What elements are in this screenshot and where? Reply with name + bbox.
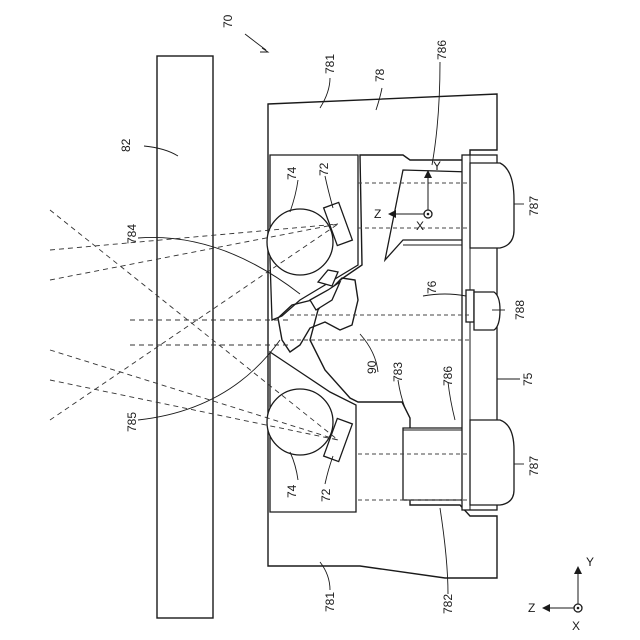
axis-z-corner: Z xyxy=(528,601,535,615)
label-board: 75 xyxy=(521,372,535,386)
label-fig-ref: 70 xyxy=(221,14,235,28)
label-center-chip: 76 xyxy=(425,280,439,294)
label-housing-main: 78 xyxy=(373,68,387,82)
label-detector-bottom: 72 xyxy=(319,488,333,502)
label-prism: 90 xyxy=(365,360,379,374)
label-center-lens: 788 xyxy=(513,300,527,320)
glass-plate xyxy=(157,56,213,618)
axis-y-corner: Y xyxy=(586,555,594,569)
label-lens-cap-bottom: 787 xyxy=(527,456,541,476)
label-housing-bottom: 781 xyxy=(323,592,337,612)
label-wall-top: 786 xyxy=(435,40,449,60)
label-emitter-top: 74 xyxy=(285,166,299,180)
label-housing-top: 781 xyxy=(323,54,337,74)
label-cavity-bottom: 782 xyxy=(441,594,455,614)
label-glass: 82 xyxy=(119,138,133,152)
corner-axes: Y Z X xyxy=(528,555,594,633)
emitter-bottom xyxy=(267,389,333,455)
label-detector-top: 72 xyxy=(317,162,331,176)
label-emitter-bottom: 74 xyxy=(285,484,299,498)
label-guide2: 785 xyxy=(125,412,139,432)
lens-cap-top xyxy=(470,163,514,248)
label-lens-cap-top: 787 xyxy=(527,196,541,216)
axis-y-local: Y xyxy=(433,159,441,173)
axis-x-local: X xyxy=(416,219,424,233)
label-guide: 784 xyxy=(125,224,139,244)
axis-z-local: Z xyxy=(374,207,381,221)
label-step: 783 xyxy=(391,362,405,382)
label-wall-bottom: 786 xyxy=(441,366,455,386)
axis-x-corner: X xyxy=(572,619,580,633)
lens-cap-bottom xyxy=(470,420,514,505)
right-step-walls xyxy=(385,170,470,500)
